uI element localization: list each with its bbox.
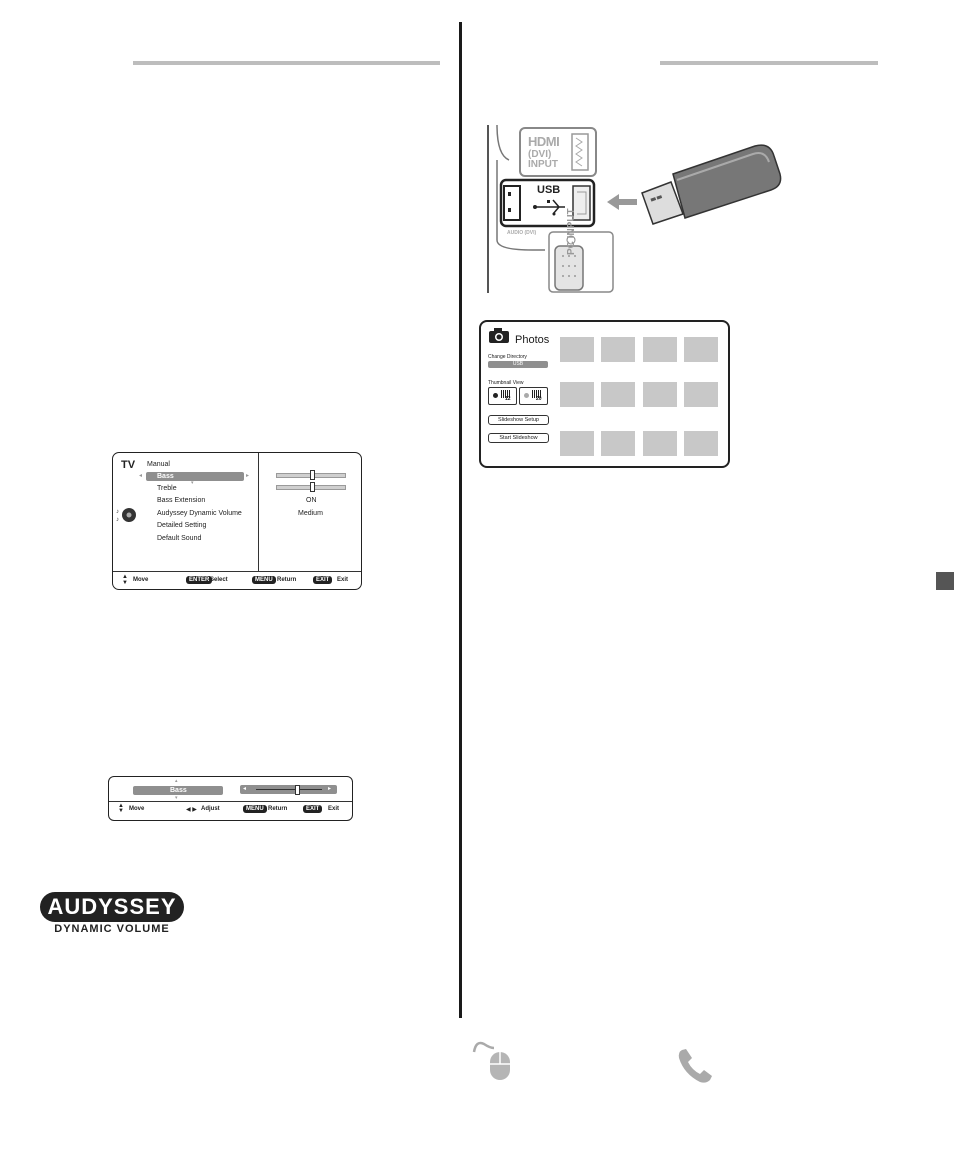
menu-source-title: TV — [121, 459, 136, 471]
footer-select-label: Select — [210, 577, 228, 583]
change-directory-label: Change Directory — [488, 354, 527, 360]
bass-footer-divider — [109, 801, 352, 802]
usb-stick-icon — [641, 144, 782, 225]
selected-dot-icon — [493, 393, 498, 398]
menu-item-default-sound[interactable]: Default Sound — [157, 535, 202, 542]
bass-slider-thumb[interactable] — [295, 785, 300, 795]
thumbnail-view-label: Thumbnail View — [488, 380, 524, 386]
treble-level-thumb[interactable] — [310, 482, 315, 492]
bass-down-caret-icon: ▾ — [175, 795, 178, 801]
exit-key-badge: EXIT — [313, 576, 333, 584]
bass-footer-exit: Exit — [328, 806, 340, 812]
view-20-option[interactable]: 20 — [519, 387, 548, 405]
bass-up-caret-icon: ▴ — [175, 778, 178, 784]
bass-adjust-screen: ▴ Bass ▾ ◂ ▸ ▲▼ Move ◀ ▶ Adjust MENU Ret… — [108, 776, 353, 821]
usb-port-label: USB — [537, 184, 561, 196]
view-12-option[interactable]: 12 — [488, 387, 517, 405]
svg-text:♪: ♪ — [116, 509, 119, 515]
mouse-icon — [472, 1041, 510, 1080]
bass-exit-key-badge: EXIT — [303, 805, 323, 813]
thumbnail-tile[interactable] — [601, 382, 635, 407]
speaker-icon: ♪ ♪ — [116, 508, 136, 523]
dvi-label: (DVI) — [528, 149, 552, 160]
bass-footer-return: Return — [268, 806, 288, 812]
thumbnail-tile[interactable] — [601, 431, 635, 456]
bass-move-icon: ▲▼ — [118, 803, 124, 814]
footer-return-label: Return — [277, 577, 297, 583]
section-tab-marker — [936, 572, 954, 590]
thumbnail-tile[interactable] — [643, 431, 677, 456]
bass-extension-value: ON — [306, 497, 317, 504]
unselected-dot-icon — [524, 393, 529, 398]
phone-icon — [678, 1049, 712, 1083]
menu-item-treble[interactable]: Treble — [157, 485, 177, 492]
bass-footer-move: Move — [129, 806, 145, 812]
bass-slider-right-arrow-icon: ▸ — [328, 786, 332, 792]
pc-input-label: PC INPUT — [566, 208, 577, 255]
slideshow-setup-button[interactable]: Slideshow Setup — [488, 415, 549, 425]
photos-title: Photos — [515, 334, 550, 346]
start-slideshow-button[interactable]: Start Slideshow — [488, 433, 549, 443]
bass-adjust-label: Bass — [170, 787, 187, 794]
right-header-rule — [660, 61, 878, 65]
move-updown-icon-lower: ▼ — [122, 580, 128, 586]
bass-slider-left-arrow-icon: ◂ — [243, 786, 247, 792]
menu-item-detailed-setting[interactable]: Detailed Setting — [157, 522, 207, 529]
bass-menu-key-badge: MENU — [243, 805, 267, 813]
sound-menu-screen: TV Manual ◂ ▸ Bass ▾ Treble Bass Extensi… — [112, 452, 362, 590]
menu-down-caret-icon: ▾ — [191, 480, 194, 486]
menu-highlight-bar — [146, 472, 244, 481]
menu-item-bass-extension[interactable]: Bass Extension — [157, 497, 206, 504]
audio-dvi-label: AUDIO (DVI) — [507, 230, 537, 236]
column-divider — [459, 22, 462, 1018]
directory-value[interactable]: USB — [488, 361, 548, 368]
audyssey-value: Medium — [298, 510, 323, 517]
left-right-arrows-icon: ◀ ▶ — [186, 807, 197, 813]
bass-slider-track — [256, 789, 322, 790]
menu-right-arrow-icon: ▸ — [246, 473, 250, 479]
view-20-number: 20 — [536, 396, 542, 402]
thumbnail-tile[interactable] — [684, 431, 718, 456]
thumbnail-tile[interactable] — [643, 337, 677, 362]
enter-key-badge: ENTER — [186, 576, 213, 584]
thumbnail-tile[interactable] — [560, 382, 594, 407]
thumbnail-tile[interactable] — [560, 431, 594, 456]
hdmi-input-label: INPUT — [528, 159, 558, 170]
menu-panel-divider — [258, 453, 259, 571]
bass-level-thumb[interactable] — [310, 470, 315, 480]
thumbnail-tile[interactable] — [643, 382, 677, 407]
bass-footer-adjust: Adjust — [201, 806, 220, 812]
footer-move-label: Move — [133, 577, 149, 583]
menu-footer-divider — [113, 571, 361, 572]
svg-text:♪: ♪ — [116, 517, 119, 523]
menu-mode-label: Manual — [147, 461, 170, 468]
grid-12-icon — [501, 390, 510, 398]
camera-icon — [489, 328, 509, 343]
thumbnail-tile[interactable] — [560, 337, 594, 362]
view-12-number: 12 — [505, 396, 511, 402]
bass-adjust-slider[interactable]: ◂ ▸ — [240, 785, 337, 795]
grid-20-icon — [532, 390, 541, 398]
menu-left-arrow-icon: ◂ — [139, 473, 143, 479]
move-updown-icon: ▲ — [122, 574, 128, 580]
audyssey-logo: AUDYSSEY — [40, 892, 184, 922]
thumbnail-tile[interactable] — [601, 337, 635, 362]
thumbnail-tile[interactable] — [684, 382, 718, 407]
menu-item-bass[interactable]: Bass — [157, 473, 174, 480]
audyssey-logo-subtitle: DYNAMIC VOLUME — [54, 923, 170, 935]
menu-item-audyssey[interactable]: Audyssey Dynamic Volume — [157, 510, 242, 517]
footer-exit-label: Exit — [337, 577, 349, 583]
photos-browser-screen: Photos Change Directory USB Thumbnail Vi… — [479, 320, 730, 468]
tv-connector-panel — [487, 124, 782, 293]
menu-key-badge: MENU — [252, 576, 276, 584]
thumbnail-tile[interactable] — [684, 337, 718, 362]
left-header-rule — [133, 61, 440, 65]
hdmi-label: HDMI — [528, 134, 560, 149]
bass-label-box — [133, 786, 223, 795]
